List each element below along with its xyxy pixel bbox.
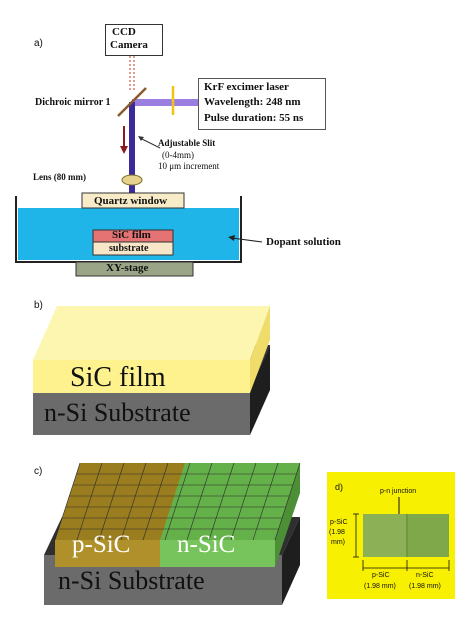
sic-film-label: SiC film (112, 229, 151, 241)
laser-beam-vertical (129, 102, 135, 234)
psic-front (55, 540, 160, 567)
panel-b-drawing (33, 306, 270, 435)
laser-wavelength: Wavelength: 248 nm (204, 96, 301, 108)
film-side-b (250, 306, 270, 393)
setup-drawing (15, 56, 263, 277)
grid-line (252, 462, 279, 541)
nsic-side (275, 463, 300, 567)
nsic-top (160, 463, 300, 540)
dopant-label: Dopant solution (266, 236, 341, 248)
dichroic-mirror (117, 87, 147, 117)
xy-stage (75, 261, 194, 277)
laser-pulse: Pulse duration: 55 ns (204, 112, 304, 124)
grid-line (230, 462, 257, 541)
xy-stage-label: XY-stage (106, 262, 149, 274)
laser-title: KrF excimer laser (204, 81, 289, 93)
bottom-nsic: n-SiC (416, 572, 434, 579)
panel-b-label: b) (34, 300, 43, 311)
substrate-layer (92, 241, 174, 256)
ccd-label: CCD (112, 26, 136, 38)
micrograph-p-region (363, 514, 406, 557)
slit-pointer (139, 137, 161, 149)
grid-line (120, 462, 147, 541)
psic-label: p-SiC (72, 531, 131, 558)
dopant-pointer-head (228, 235, 235, 241)
panel-c-label: c) (34, 466, 43, 477)
camera-label: Camera (110, 39, 148, 51)
slit-label-3: 10 μm increment (158, 161, 220, 171)
panel-a-label: a) (34, 38, 43, 49)
grid-line (76, 462, 103, 541)
bottom-nsic-size: (1.98 mm) (409, 583, 441, 590)
substrate-front-c (44, 555, 282, 605)
slit-label-1: Adjustable Slit (158, 138, 216, 148)
grid-line (142, 462, 169, 541)
grid-line (164, 462, 191, 541)
panel-d-label: d) (335, 482, 344, 492)
nsic-label: n-SiC (177, 531, 236, 558)
slit-pointer-head (138, 136, 144, 141)
film-front-b (33, 360, 250, 393)
film-label-b: SiC film (70, 362, 166, 393)
left-psic: p-SiC (330, 519, 348, 526)
slit-label-2: (0-4mm) (162, 150, 194, 160)
left-size: (1.98 (329, 529, 345, 536)
quartz-label: Quartz window (94, 195, 168, 207)
quartz-window (81, 192, 185, 209)
substrate-front-b (33, 390, 250, 435)
beam-direction-arrowhead (120, 146, 128, 154)
grid-line (98, 462, 125, 541)
substrate-side-b (250, 345, 270, 435)
grid-line (274, 462, 301, 541)
nsic-front (160, 540, 275, 567)
grid-line (54, 462, 81, 541)
substrate-label: substrate (109, 243, 149, 254)
ccd-camera-box: CCD Camera (105, 24, 163, 56)
dichroic-label: Dichroic mirror 1 (35, 97, 111, 108)
panel-d-drawing (353, 497, 450, 571)
panel-d: d) p-n junction p-SiC (1.98 mm) p-SiC (1… (327, 472, 455, 599)
lens (121, 174, 143, 186)
dopant-pointer (231, 237, 263, 243)
bottom-psic: p-SiC (372, 572, 390, 579)
grid-line (208, 462, 235, 541)
grid-line (186, 462, 213, 541)
panel-c-drawing (44, 462, 301, 605)
left-unit: mm) (331, 539, 345, 546)
film-top-b (33, 306, 270, 360)
junction-label: p-n junction (380, 488, 417, 495)
lens-label: Lens (80 mm) (33, 172, 86, 182)
substrate-side-c (282, 517, 300, 605)
bottom-psic-size: (1.98 mm) (364, 583, 396, 590)
grid-lines (54, 462, 301, 541)
substrate-label-c: n-Si Substrate (58, 566, 205, 595)
laser-box: KrF excimer laser Wavelength: 248 nm Pul… (198, 78, 326, 130)
laser-beam-horizontal (132, 99, 198, 106)
substrate-label-b: n-Si Substrate (44, 398, 191, 427)
